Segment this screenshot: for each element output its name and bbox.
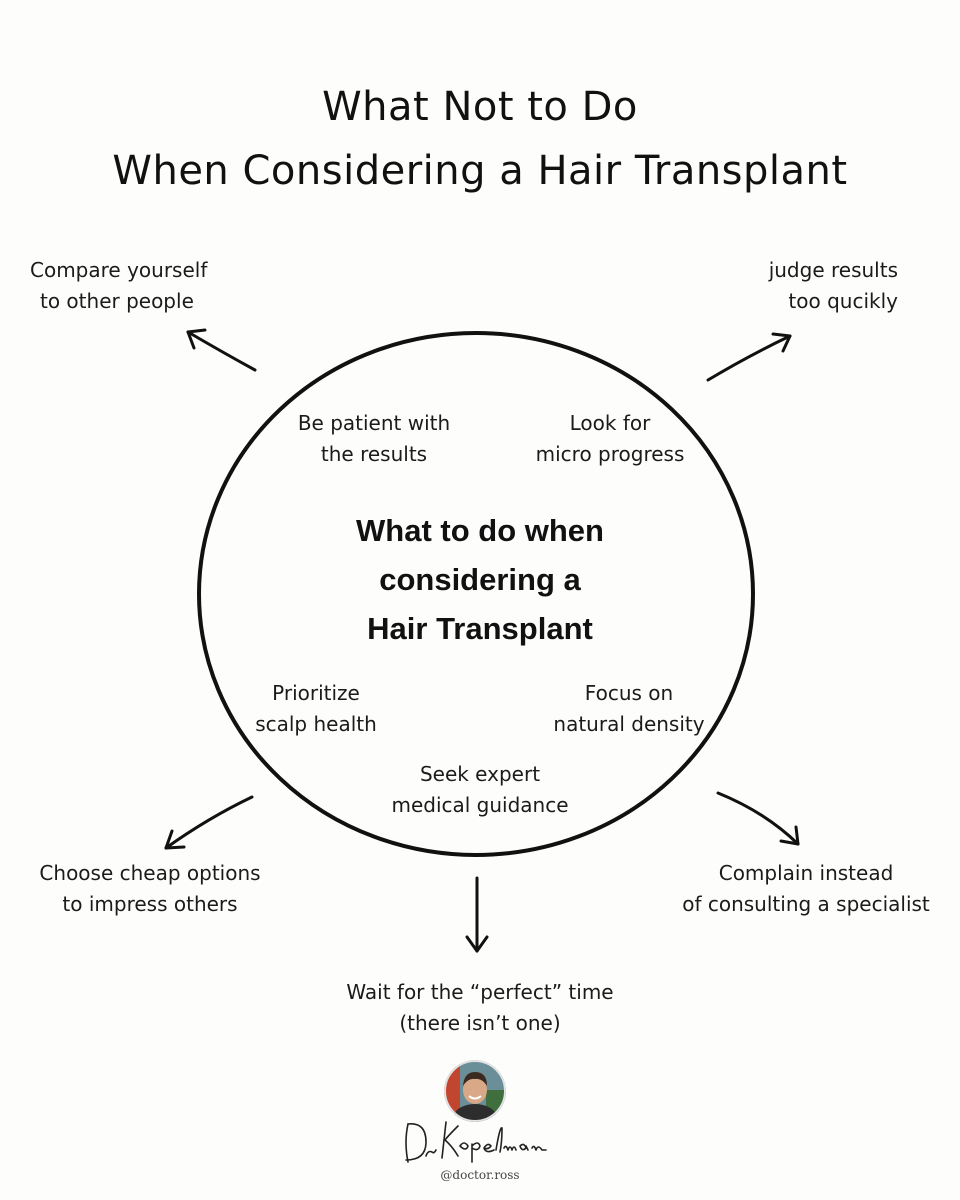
tip-scalp-health-line-1: Prioritize: [272, 681, 360, 705]
tip-scalp-health: Prioritize scalp health: [236, 678, 396, 740]
dont-wait: Wait for the “perfect” time (there isn’t…: [318, 977, 642, 1039]
tip-be-patient-line-1: Be patient with: [297, 411, 451, 435]
tip-micro-progress-line-1: Look for: [569, 411, 651, 435]
tip-micro-progress-line-2: micro progress: [535, 442, 685, 466]
tip-natural-density-line-2: natural density: [553, 712, 705, 736]
dont-compare: Compare yourself to other people: [30, 255, 207, 317]
center-heading-line-2: considering a: [379, 562, 581, 597]
tip-natural-density-line-1: Focus on: [584, 681, 674, 705]
dont-wait-line-2: (there isn’t one): [399, 1011, 561, 1035]
arrow-top-right: [706, 332, 792, 382]
tip-be-patient: Be patient with the results: [268, 408, 480, 470]
tip-natural-density: Focus on natural density: [538, 678, 720, 740]
title-line-1: What Not to Do: [322, 84, 638, 130]
dont-complain-line-2: of consulting a specialist: [682, 892, 930, 916]
tip-micro-progress: Look for micro progress: [512, 408, 708, 470]
tip-expert-guidance: Seek expert medical guidance: [370, 759, 590, 821]
dont-choose-cheap-line-1: Choose cheap options: [39, 861, 261, 885]
arrow-top-left: [186, 328, 257, 372]
arrow-bottom-left: [164, 795, 254, 850]
tip-expert-guidance-line-1: Seek expert: [419, 762, 541, 786]
author-avatar: [444, 1060, 506, 1122]
dont-complain: Complain instead of consulting a special…: [660, 858, 952, 920]
arrow-bottom: [465, 876, 489, 953]
dont-choose-cheap-line-2: to impress others: [62, 892, 238, 916]
dont-judge-quickly-line-1: judge results: [768, 258, 898, 282]
center-heading: What to do when considering a Hair Trans…: [250, 506, 710, 653]
tip-expert-guidance-line-2: medical guidance: [391, 793, 569, 817]
dont-choose-cheap: Choose cheap options to impress others: [20, 858, 280, 920]
arrow-bottom-right: [716, 791, 800, 846]
dont-judge-quickly-line-2: too qucikly: [788, 289, 898, 313]
dont-complain-line-1: Complain instead: [718, 861, 894, 885]
center-heading-line-1: What to do when: [356, 513, 604, 548]
dont-judge-quickly: judge results too qucikly: [690, 255, 898, 317]
title-line-2: When Considering a Hair Transplant: [112, 148, 848, 194]
central-circle: [197, 331, 755, 857]
center-heading-line-3: Hair Transplant: [367, 611, 593, 646]
dont-wait-line-1: Wait for the “perfect” time: [346, 980, 614, 1004]
author-handle: @doctor.ross: [440, 1168, 520, 1182]
signature-logo: [396, 1112, 564, 1172]
dont-compare-line-2: to other people: [40, 289, 194, 313]
tip-scalp-health-line-2: scalp health: [255, 712, 377, 736]
dont-compare-line-1: Compare yourself: [30, 258, 208, 282]
tip-be-patient-line-2: the results: [320, 442, 428, 466]
